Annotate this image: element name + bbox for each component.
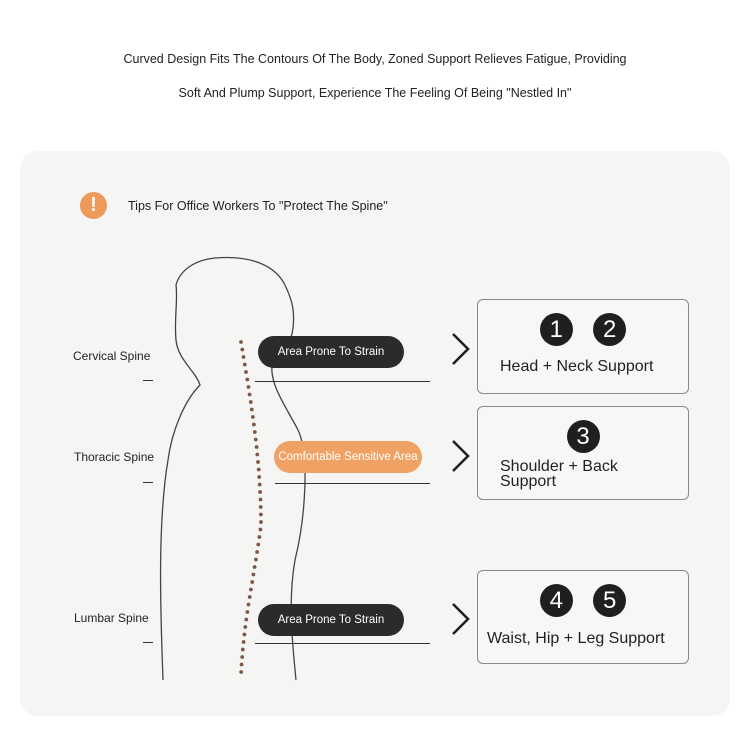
spine-dot <box>241 640 246 644</box>
thoracic-tick <box>143 482 153 483</box>
cervical-area-pill: Area Prone To Strain <box>258 336 404 368</box>
shoulder-back-support-box: 3 Shoulder + Back Support <box>477 406 689 500</box>
spine-dot <box>248 400 253 404</box>
headline-line-2: Soft And Plump Support, Experience The F… <box>178 86 572 100</box>
support-label: Shoulder + Back Support <box>500 458 618 490</box>
spine-dot <box>256 542 261 547</box>
chevron-right-icon <box>452 603 470 635</box>
spine-dot <box>239 662 244 667</box>
spine-dot <box>255 550 259 554</box>
head-neck-support-box: 1 2 Head + Neck Support <box>477 299 689 394</box>
spine-dot <box>247 392 252 397</box>
spine-dot <box>242 632 247 637</box>
spine-dot <box>258 490 262 494</box>
spine-dot <box>250 580 255 584</box>
spine-dot <box>252 565 257 569</box>
headline-line-1: Curved Design Fits The Contours Of The B… <box>123 52 627 66</box>
support-label: Waist, Hip + Leg Support <box>487 630 665 647</box>
chevron-right-icon <box>452 440 470 472</box>
spine-dot <box>241 355 246 359</box>
spine-dot <box>259 520 263 524</box>
spine-dot <box>240 655 245 659</box>
support-label: Head + Neck Support <box>500 358 654 375</box>
spine-dot <box>240 647 245 652</box>
spine-dot <box>258 497 263 502</box>
lumbar-spine-label: Lumbar Spine <box>74 611 149 625</box>
number-badge: 1 <box>539 313 573 346</box>
thoracic-spine-label: Thoracic Spine <box>74 450 155 464</box>
thoracic-area-pill: Comfortable Sensitive Area <box>274 441 422 473</box>
spine-dot <box>255 452 260 457</box>
spine-dot <box>259 512 263 517</box>
lumbar-tick <box>143 642 153 643</box>
number-badge: 4 <box>539 584 573 617</box>
spine-dot <box>257 482 262 487</box>
spine-dot <box>239 670 244 674</box>
spine-dot <box>256 467 261 472</box>
support-numbers: 4 5 <box>478 584 688 617</box>
spine-dot <box>244 617 249 622</box>
support-numbers: 1 2 <box>478 313 688 346</box>
support-numbers: 3 <box>478 420 688 453</box>
spine-dots <box>239 340 263 674</box>
spine-dot <box>252 422 256 427</box>
exclamation-icon: ! <box>80 192 107 219</box>
spine-dot <box>246 602 251 607</box>
spine-dot <box>247 595 252 599</box>
lumbar-line <box>255 643 430 644</box>
number-badge: 5 <box>593 584 627 617</box>
spine-dot <box>253 437 258 442</box>
spine-dot <box>256 460 260 464</box>
number-badge: 3 <box>566 420 600 453</box>
spine-dot <box>249 587 253 592</box>
cervical-spine-label: Cervical Spine <box>73 349 151 363</box>
body-outline <box>159 256 306 681</box>
cervical-line <box>255 381 430 382</box>
cervical-tick <box>143 380 153 381</box>
thoracic-line <box>275 483 430 484</box>
spine-dot <box>252 430 257 434</box>
spine-dot <box>258 527 263 532</box>
spine-dot <box>245 610 250 614</box>
spine-dot <box>245 377 250 382</box>
spine-dot <box>240 347 245 352</box>
spine-dot <box>254 557 258 562</box>
tip-title: Tips For Office Workers To "Protect The … <box>128 199 388 213</box>
spine-dot <box>249 407 254 412</box>
lumbar-area-pill: Area Prone To Strain <box>258 604 404 636</box>
spine-dot <box>257 535 262 539</box>
spine-dot <box>258 505 263 509</box>
waist-hip-leg-support-box: 4 5 Waist, Hip + Leg Support <box>477 570 689 664</box>
spine-dot <box>257 475 262 479</box>
spine-dot <box>251 415 255 419</box>
spine-dot <box>246 385 251 389</box>
number-badge: 2 <box>593 313 627 346</box>
spine-dot <box>244 370 248 374</box>
chevron-right-icon <box>452 333 470 365</box>
spine-dot <box>251 572 256 577</box>
spine-dot <box>239 340 243 344</box>
spine-dot <box>242 362 247 367</box>
spine-dot <box>254 445 259 449</box>
spine-dot <box>243 625 248 629</box>
